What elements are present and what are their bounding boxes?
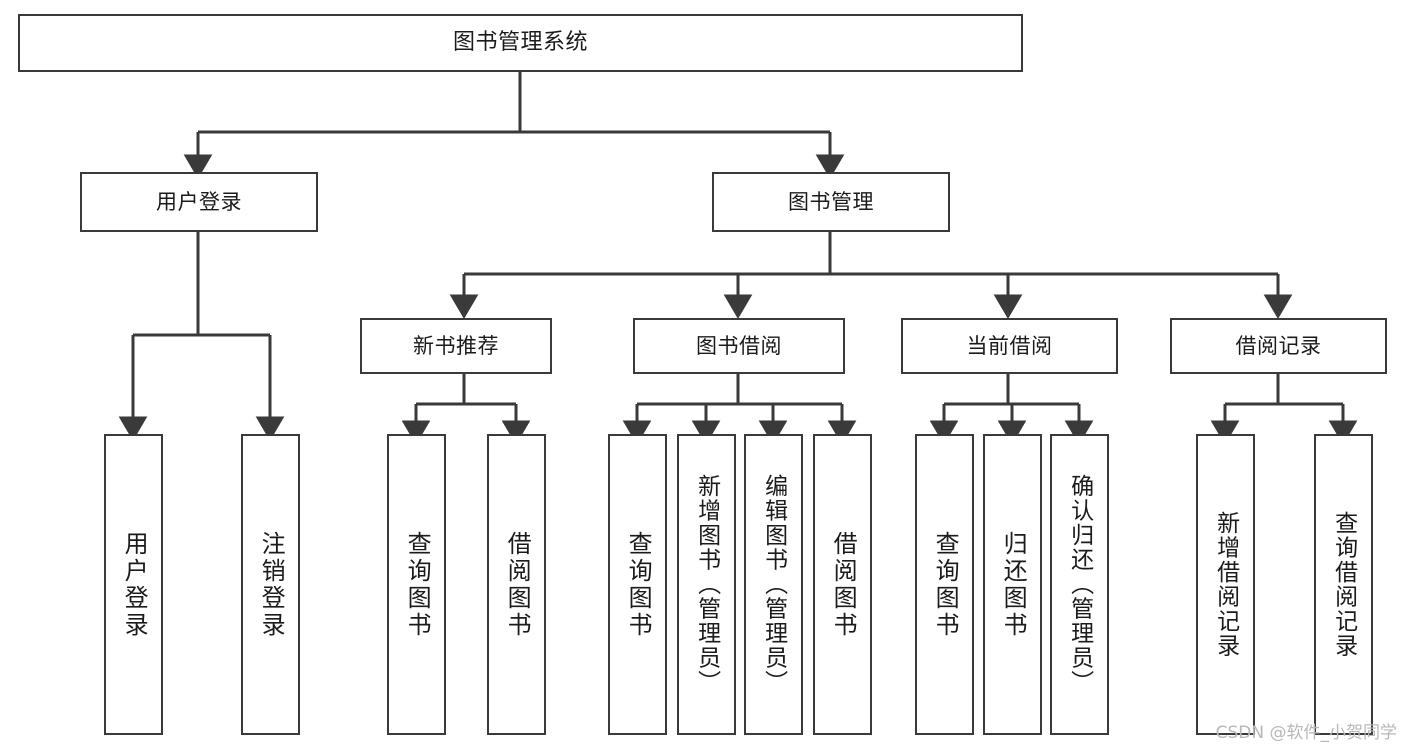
node-leaf-query-book-3-label: 查询图书 — [931, 530, 960, 639]
node-leaf-return-book-label: 归还图书 — [999, 530, 1028, 639]
node-leaf-borrow-book-2-label: 借阅图书 — [829, 530, 858, 639]
node-book-manage[interactable]: 图书管理 — [712, 172, 950, 232]
node-leaf-add-record[interactable]: 新增借阅记录 — [1196, 434, 1255, 735]
node-leaf-add-book-label: 新增图书（管理员） — [693, 474, 720, 695]
node-user-login-label: 用户登录 — [156, 189, 242, 214]
node-new-book-rec-label: 新书推荐 — [413, 333, 499, 358]
node-leaf-return-book[interactable]: 归还图书 — [983, 434, 1042, 735]
node-leaf-confirm-return-label: 确认归还（管理员） — [1066, 474, 1093, 695]
node-leaf-query-book-3[interactable]: 查询图书 — [915, 434, 974, 735]
node-leaf-edit-book[interactable]: 编辑图书（管理员） — [744, 434, 803, 735]
node-leaf-borrow-book-1[interactable]: 借阅图书 — [487, 434, 546, 735]
node-book-borrow[interactable]: 图书借阅 — [633, 318, 845, 374]
node-leaf-borrow-book-2[interactable]: 借阅图书 — [813, 434, 872, 735]
node-leaf-add-record-label: 新增借阅记录 — [1212, 511, 1239, 658]
node-leaf-edit-book-label: 编辑图书（管理员） — [760, 474, 787, 695]
node-leaf-user-login[interactable]: 用户登录 — [104, 434, 163, 735]
node-leaf-user-login-label: 用户登录 — [120, 530, 149, 639]
node-leaf-user-logout[interactable]: 注销登录 — [241, 434, 300, 735]
node-leaf-query-book-2-label: 查询图书 — [624, 530, 653, 639]
node-root[interactable]: 图书管理系统 — [18, 14, 1023, 72]
watermark: CSDN @软件_小贺同学 — [1215, 723, 1397, 743]
node-leaf-query-book-1[interactable]: 查询图书 — [387, 434, 446, 735]
node-leaf-query-record-label: 查询借阅记录 — [1330, 511, 1357, 658]
node-leaf-user-logout-label: 注销登录 — [257, 530, 286, 639]
node-leaf-query-book-1-label: 查询图书 — [403, 530, 432, 639]
node-user-login[interactable]: 用户登录 — [80, 172, 318, 232]
node-root-label: 图书管理系统 — [452, 30, 588, 56]
node-leaf-confirm-return[interactable]: 确认归还（管理员） — [1050, 434, 1109, 735]
node-book-manage-label: 图书管理 — [788, 189, 874, 214]
node-leaf-query-record[interactable]: 查询借阅记录 — [1314, 434, 1373, 735]
node-borrow-record-label: 借阅记录 — [1235, 333, 1322, 358]
node-borrow-record[interactable]: 借阅记录 — [1170, 318, 1387, 374]
node-leaf-add-book[interactable]: 新增图书（管理员） — [677, 434, 736, 735]
node-new-book-rec[interactable]: 新书推荐 — [360, 318, 552, 374]
node-current-borrow-label: 当前借阅 — [966, 333, 1053, 358]
node-leaf-borrow-book-1-label: 借阅图书 — [503, 530, 532, 639]
node-book-borrow-label: 图书借阅 — [696, 333, 782, 358]
node-current-borrow[interactable]: 当前借阅 — [901, 318, 1118, 374]
node-leaf-query-book-2[interactable]: 查询图书 — [608, 434, 667, 735]
